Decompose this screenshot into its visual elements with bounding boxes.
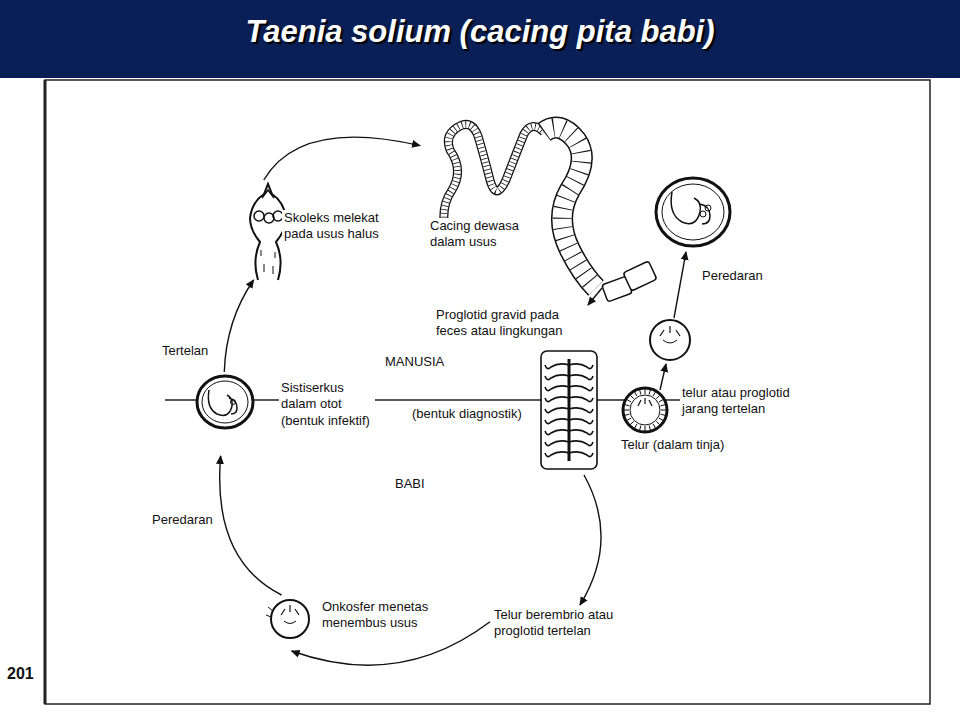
stage-label: Cacing dewasa dalam usus xyxy=(428,218,537,251)
stage-label: Onkosfer menetas menembus usus xyxy=(320,599,434,632)
stage-label: Proglotid gravid pada feces atau lingkun… xyxy=(434,307,588,340)
stage-label: Sistiserkus dalam otot (bentuk infektif) xyxy=(279,380,375,429)
stage-label: Telur (dalam tinja) xyxy=(619,437,751,453)
cycle-arrow xyxy=(220,456,282,595)
title-text: Taenia solium (cacing pita babi) xyxy=(0,14,960,50)
stage-node: Onkosfer menetas menembus usus xyxy=(268,595,437,651)
stage-label: Telur berembrio atau proglotid tertelan xyxy=(492,607,636,640)
stage-node: Telur berembrio atau proglotid tertelan xyxy=(490,605,640,653)
cycle-arrow xyxy=(264,137,420,180)
stage-node: Skoleks melekat pada usus halus xyxy=(240,180,410,280)
stage-node: Sistiserkus dalam otot (bentuk infektif) xyxy=(195,372,378,456)
page-number: 201 xyxy=(5,664,36,684)
stage-label: (bentuk diagnostik) xyxy=(410,406,539,422)
stage-node: Proglotid gravid pada feces atau lingkun… xyxy=(408,305,608,475)
cycle-arrow xyxy=(224,280,253,372)
region-label: telur atau proglotid jarang tertelan xyxy=(680,385,809,418)
region-label: BABI xyxy=(393,476,427,492)
region-label: Peredaran xyxy=(700,268,765,284)
region-label: MANUSIA xyxy=(383,354,446,370)
stage-illustration xyxy=(420,110,680,288)
stage-node: Cacing dewasa dalam usus xyxy=(420,110,680,288)
edge-label: Tertelan xyxy=(160,343,210,359)
edge-label: Peredaran xyxy=(150,512,215,528)
cycle-arrow xyxy=(580,475,601,605)
stage-label: Skoleks melekat pada usus halus xyxy=(282,210,406,243)
